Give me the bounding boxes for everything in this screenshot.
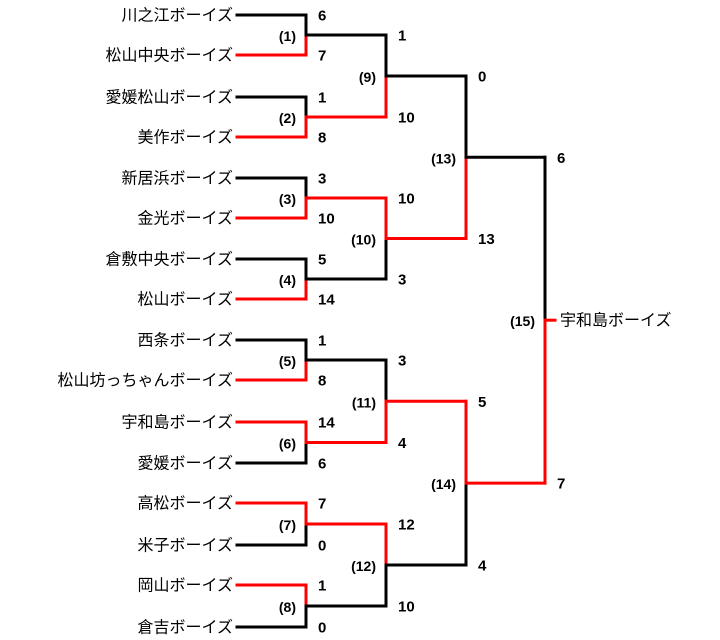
- team-name: 宇和島ボーイズ: [121, 413, 233, 432]
- team-name: 美作ボーイズ: [137, 128, 233, 147]
- team-name: 岡山ボーイズ: [137, 576, 233, 595]
- match-label: (3): [279, 191, 296, 207]
- team-name: 松山中央ボーイズ: [105, 46, 233, 65]
- team-name: 西条ボーイズ: [137, 331, 233, 350]
- match-label: (11): [352, 394, 376, 410]
- score-top: 1: [318, 333, 326, 350]
- score-bottom: 0: [318, 538, 326, 555]
- team-name: 松山ボーイズ: [137, 290, 233, 309]
- score-top: 7: [318, 496, 326, 513]
- score-bottom: 8: [318, 130, 326, 147]
- team-name: 愛媛ボーイズ: [137, 454, 233, 473]
- match-label: (15): [510, 313, 535, 329]
- team-name: 高松ボーイズ: [137, 494, 233, 513]
- match-label: (9): [359, 69, 376, 85]
- team-name: 金光ボーイズ: [137, 209, 233, 228]
- match-label: (13): [431, 150, 456, 166]
- team-name: 倉吉ボーイズ: [137, 618, 233, 637]
- match-label: (4): [279, 272, 296, 288]
- score-bottom: 10: [398, 599, 415, 616]
- score-bottom: 7: [557, 476, 565, 493]
- score-bottom: 10: [318, 211, 335, 228]
- score-top: 1: [318, 578, 326, 595]
- match-label: (6): [279, 436, 296, 452]
- score-bottom: 6: [318, 456, 326, 473]
- score-bottom: 4: [478, 558, 487, 575]
- match-label: (1): [279, 28, 296, 44]
- score-top: 6: [557, 150, 565, 167]
- match-label: (10): [351, 232, 376, 248]
- score-bottom: 14: [318, 292, 335, 309]
- score-bottom: 13: [478, 231, 495, 248]
- score-bottom: 0: [318, 620, 326, 637]
- match-label: (14): [431, 476, 456, 492]
- team-name: 倉敷中央ボーイズ: [105, 250, 233, 269]
- score-top: 1: [318, 90, 326, 107]
- team-name: 米子ボーイズ: [137, 536, 233, 555]
- score-top: 6: [318, 8, 326, 25]
- score-top: 12: [398, 517, 415, 534]
- team-name: 松山坊っちゃんボーイズ: [57, 371, 233, 390]
- match-label: (2): [279, 110, 296, 126]
- match-label: (12): [351, 558, 376, 574]
- score-top: 3: [318, 171, 326, 188]
- team-name: 川之江ボーイズ: [121, 6, 233, 25]
- score-top: 10: [398, 191, 415, 208]
- score-bottom: 10: [398, 110, 415, 127]
- score-top: 5: [478, 394, 486, 411]
- match-label: (8): [279, 599, 296, 615]
- champion-name: 宇和島ボーイズ: [560, 311, 672, 330]
- score-bottom: 7: [318, 48, 326, 65]
- score-top: 1: [398, 28, 406, 45]
- score-top: 0: [478, 69, 486, 86]
- score-top: 5: [318, 252, 326, 269]
- team-name: 愛媛松山ボーイズ: [105, 88, 233, 107]
- score-top: 14: [318, 415, 335, 432]
- score-bottom: 8: [318, 373, 326, 390]
- match-label: (7): [279, 517, 296, 533]
- match-label: (5): [279, 353, 296, 369]
- score-bottom: 4: [398, 435, 407, 452]
- score-bottom: 3: [398, 272, 406, 289]
- score-top: 3: [398, 353, 406, 370]
- team-name: 新居浜ボーイズ: [121, 169, 233, 188]
